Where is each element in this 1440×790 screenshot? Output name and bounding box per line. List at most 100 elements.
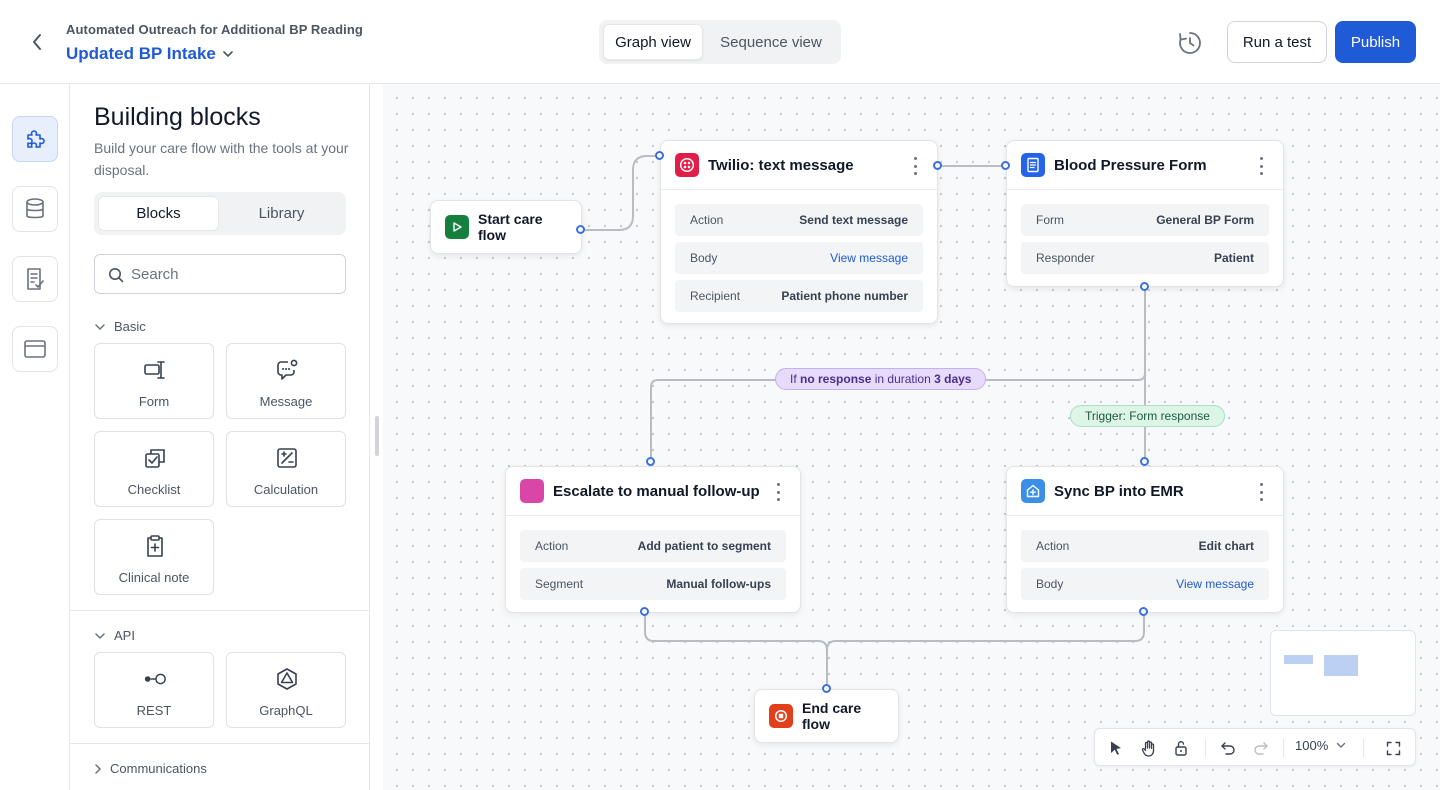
undo-button[interactable]: [1218, 738, 1238, 758]
form-icon: [143, 358, 167, 382]
block-graphql[interactable]: GraphQL: [226, 652, 346, 728]
end-care-flow-node[interactable]: End care flow: [754, 689, 899, 743]
undo-icon: [1221, 742, 1235, 755]
start-care-flow-node[interactable]: Start care flow: [430, 200, 582, 254]
row-key: Action: [690, 213, 724, 227]
clinical-note-icon: [143, 534, 167, 558]
more-options-icon[interactable]: [909, 157, 921, 175]
graphql-icon: [275, 667, 299, 691]
node-title: Twilio: text message: [708, 156, 854, 174]
graph-view-tab[interactable]: Graph view: [603, 24, 703, 60]
more-options-icon[interactable]: [1255, 157, 1267, 175]
row-key: Responder: [1036, 251, 1095, 265]
port-twilio-out[interactable]: [933, 161, 942, 170]
edge-label-no-response[interactable]: If no response in duration 3 days: [775, 368, 987, 390]
search-input[interactable]: [131, 265, 331, 283]
publish-button[interactable]: Publish: [1335, 21, 1416, 63]
twilio-icon: [675, 153, 699, 177]
back-button[interactable]: [24, 29, 50, 55]
flow-title-dropdown[interactable]: Updated BP Intake: [66, 44, 234, 64]
select-tool-button[interactable]: [1106, 738, 1126, 758]
pan-tool-button[interactable]: [1139, 738, 1159, 758]
zoom-dropdown[interactable]: 100%: [1295, 738, 1346, 753]
minimap[interactable]: [1270, 630, 1416, 716]
run-test-button[interactable]: Run a test: [1227, 21, 1327, 63]
edge-label-condition: no response: [800, 372, 872, 386]
node-row: Form General BP Form: [1021, 204, 1269, 236]
lock-button[interactable]: [1171, 738, 1191, 758]
zoom-level: 100%: [1295, 738, 1329, 753]
view-message-link[interactable]: View message: [830, 251, 908, 265]
block-calculation[interactable]: Calculation: [226, 431, 346, 507]
port-sync-in[interactable]: [1140, 457, 1149, 466]
emr-sync-icon: [1021, 479, 1045, 503]
row-value: Manual follow-ups: [666, 577, 771, 591]
chevron-down-icon: [223, 51, 233, 58]
section-basic-toggle[interactable]: Basic: [94, 319, 146, 334]
segment-icon: [520, 479, 544, 503]
block-message[interactable]: Message: [226, 343, 346, 419]
panel-description: Build your care flow with the tools at y…: [94, 140, 349, 178]
version-history-button[interactable]: [1175, 28, 1205, 58]
more-options-icon[interactable]: [772, 483, 784, 501]
fullscreen-button[interactable]: [1383, 738, 1403, 758]
chevron-down-icon: [1337, 742, 1346, 748]
message-icon: [275, 358, 299, 382]
port-end-in[interactable]: [822, 684, 831, 693]
rail-building-blocks-button[interactable]: [12, 116, 58, 162]
row-value: Patient phone number: [781, 289, 908, 303]
flow-canvas[interactable]: If no response in duration 3 days Trigge…: [383, 84, 1440, 790]
sequence-view-tab[interactable]: Sequence view: [720, 33, 822, 51]
port-start-out[interactable]: [576, 225, 585, 234]
section-label: API: [114, 628, 135, 643]
port-sync-out[interactable]: [1139, 607, 1148, 616]
row-value: Add patient to segment: [637, 539, 771, 553]
port-bp-form-in[interactable]: [1001, 161, 1010, 170]
redo-button[interactable]: [1251, 738, 1271, 758]
database-icon: [26, 198, 44, 219]
history-icon: [1179, 32, 1201, 54]
block-rest[interactable]: REST: [94, 652, 214, 728]
rail-layout-button[interactable]: [12, 326, 58, 372]
row-key: Form: [1036, 213, 1064, 227]
cursor-icon: [1111, 741, 1121, 755]
edge-label-trigger[interactable]: Trigger: Form response: [1070, 405, 1225, 427]
section-divider: [70, 743, 370, 744]
tab-library[interactable]: Library: [258, 205, 305, 222]
tab-blocks[interactable]: Blocks: [98, 196, 220, 231]
block-clinical-note[interactable]: Clinical note: [94, 519, 214, 595]
port-bp-form-out[interactable]: [1140, 282, 1149, 291]
rail-data-button[interactable]: [12, 186, 58, 232]
section-api-toggle[interactable]: API: [94, 628, 135, 643]
chevron-down-icon: [95, 632, 105, 639]
row-value: Patient: [1213, 251, 1254, 265]
row-value: Edit chart: [1198, 539, 1254, 553]
panel-title: Building blocks: [94, 103, 261, 131]
view-message-link[interactable]: View message: [1176, 577, 1254, 591]
play-icon: [445, 215, 469, 239]
node-title: Sync BP into EMR: [1054, 482, 1184, 500]
port-escalate-in[interactable]: [646, 457, 655, 466]
section-communications-toggle[interactable]: Communications: [94, 761, 207, 776]
search-icon: [109, 268, 124, 283]
port-escalate-out[interactable]: [640, 607, 649, 616]
rail-checklist-button[interactable]: [12, 256, 58, 302]
row-value: General BP Form: [1156, 213, 1254, 227]
block-checklist[interactable]: Checklist: [94, 431, 214, 507]
port-twilio-in[interactable]: [655, 151, 664, 160]
edge-label-text: in duration: [874, 372, 931, 386]
block-form[interactable]: Form: [94, 343, 214, 419]
panel-resize-handle[interactable]: [375, 416, 379, 456]
block-label: Checklist: [127, 482, 181, 497]
node-label: End care flow: [802, 700, 862, 732]
row-key: Action: [535, 539, 569, 553]
more-options-icon[interactable]: [1255, 483, 1267, 501]
edge-label-text: If: [790, 372, 797, 386]
